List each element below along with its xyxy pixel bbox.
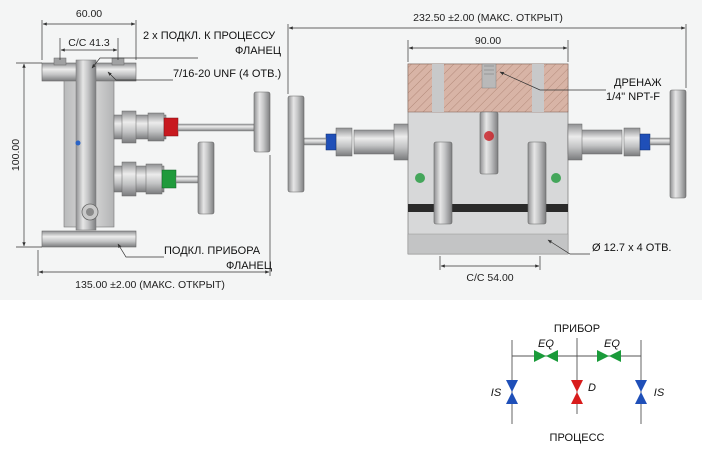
label-instrument-line2: ФЛАНЕЦ xyxy=(226,260,272,272)
blue-valve-cap-right xyxy=(639,133,651,151)
eq-valve-left xyxy=(534,350,558,362)
label-drain-line1: ДРЕНАЖ xyxy=(614,77,662,89)
schematic-label-top: ПРИБОР xyxy=(554,323,600,335)
lower-t-handle[interactable] xyxy=(197,141,215,215)
front-view: 232.50 ±2.00 (МАКС. ОТКРЫТ) 90.00 C/C 54… xyxy=(287,12,687,284)
label-thread: 7/16-20 UNF (4 ОТВ.) xyxy=(173,68,281,80)
eq-valve-right xyxy=(597,350,621,362)
drain-port xyxy=(481,63,497,89)
label-process-line2: ФЛАНЕЦ xyxy=(235,45,281,57)
dim-cc-bottom: C/C 54.00 xyxy=(466,272,513,284)
schematic: ПРИБОР ПРОЦЕСС EQ EQ IS IS D xyxy=(491,323,665,444)
is-valve-right xyxy=(635,380,647,404)
right-side-handle[interactable] xyxy=(669,89,687,199)
front-handle-drain[interactable] xyxy=(479,111,499,175)
drain-label: D xyxy=(588,382,596,394)
dim-bottom-width: 135.00 ±2.00 (МАКС. ОТКРЫТ) xyxy=(75,279,225,291)
schematic-label-bottom: ПРОЦЕСС xyxy=(550,432,605,444)
blue-valve-cap-left xyxy=(325,133,337,151)
eq-right-label: EQ xyxy=(604,338,620,350)
upper-t-handle[interactable] xyxy=(253,91,271,153)
dim-body-width: 90.00 xyxy=(475,35,501,47)
dim-top-width: 60.00 xyxy=(76,8,102,20)
left-side-handle[interactable] xyxy=(287,95,305,193)
dim-total-width: 232.50 ±2.00 (МАКС. ОТКРЫТ) xyxy=(413,12,563,24)
is-indicator-dot xyxy=(75,140,81,146)
drain-valve xyxy=(571,380,583,404)
eq-left-label: EQ xyxy=(538,338,554,350)
is-valve-left xyxy=(506,380,518,404)
dim-height: 100.00 xyxy=(10,139,22,171)
green-valve-cap xyxy=(161,169,177,189)
label-drain-line2: 1/4" NPT-F xyxy=(606,91,660,103)
label-instrument-line1: ПОДКЛ. ПРИБОРА xyxy=(164,245,261,257)
front-handle-left[interactable] xyxy=(433,141,453,225)
dim-cc-flange: C/C 41.3 xyxy=(68,37,110,49)
red-valve-cap xyxy=(163,117,179,137)
side-view: 60.00 C/C 41.3 100.00 135.00 ±2.00 (МАКС… xyxy=(10,8,281,291)
bottom-flange xyxy=(41,230,137,248)
upper-valve-stem xyxy=(177,123,255,132)
label-holes: Ø 12.7 x 4 ОТВ. xyxy=(592,242,671,254)
label-process-line1: 2 x ПОДКЛ. К ПРОЦЕССУ xyxy=(143,30,276,42)
front-handle-right[interactable] xyxy=(527,141,547,225)
is-right-label: IS xyxy=(654,387,665,399)
is-left-label: IS xyxy=(491,387,502,399)
seal-band xyxy=(408,204,568,212)
